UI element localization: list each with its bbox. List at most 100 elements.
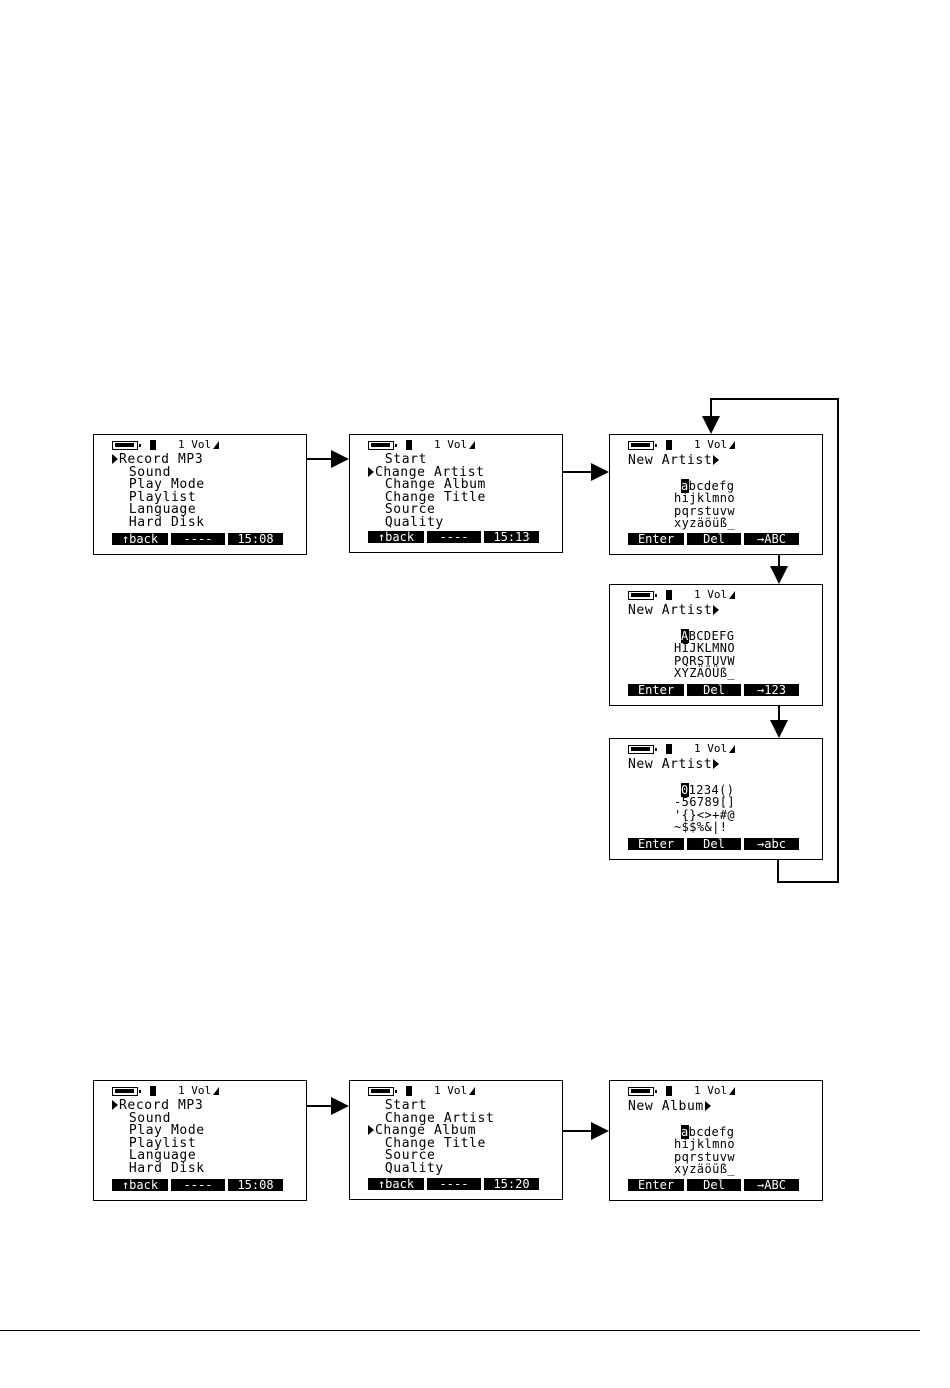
- volume-icon: [729, 1087, 736, 1095]
- softkey-back[interactable]: ↑back: [368, 1178, 424, 1190]
- softkey-middle[interactable]: ----: [427, 531, 481, 543]
- char-row-3[interactable]: pqrstuvw: [674, 503, 735, 518]
- softkey-middle[interactable]: ----: [427, 1178, 481, 1190]
- volume-icon: [729, 745, 736, 753]
- selected-character[interactable]: a: [681, 1125, 689, 1139]
- menu-list: Record MP3 Sound Play Mode Playlist Lang…: [112, 453, 205, 530]
- menu-item-record-mp3[interactable]: Record MP3: [112, 453, 205, 467]
- softkey-clock: 15:20: [484, 1178, 539, 1190]
- battery-icon: [112, 441, 141, 450]
- page-footer-rule: [0, 1330, 920, 1331]
- volume-label: 1 Vol: [178, 438, 212, 451]
- hold-icon: [150, 1086, 156, 1096]
- softkey-bar: Enter Del →ABC: [628, 533, 799, 545]
- lcd-new-album-lowercase: 1 Vol New Album abcdefg hijklmno pqrstuv…: [609, 1080, 823, 1201]
- char-row-4[interactable]: xyzäöüß_: [674, 516, 735, 531]
- softkey-delete[interactable]: Del: [687, 1179, 741, 1191]
- selected-character[interactable]: A: [681, 629, 689, 643]
- battery-icon: [112, 1087, 141, 1096]
- menu-item-play-mode[interactable]: Play Mode: [128, 1123, 205, 1139]
- entry-title: New Artist: [628, 604, 720, 617]
- menu-item-change-album[interactable]: Change Album: [368, 1124, 494, 1138]
- menu-list: Start Change Artist Change Album Change …: [368, 452, 486, 530]
- flow-arrow-shaft: [778, 555, 780, 569]
- battery-icon: [628, 745, 657, 754]
- volume-label: 1 Vol: [178, 1084, 212, 1097]
- selected-character[interactable]: a: [681, 479, 689, 493]
- softkey-charset-switch[interactable]: →abc: [744, 838, 799, 850]
- menu-item-start[interactable]: Start: [384, 452, 427, 467]
- char-row-1[interactable]: abcdefg: [681, 1125, 735, 1139]
- menu-item-language[interactable]: Language: [128, 502, 197, 518]
- softkey-clock: 15:08: [228, 533, 283, 545]
- loop-line-bottom: [777, 881, 839, 883]
- softkey-charset-switch[interactable]: →ABC: [744, 1179, 799, 1191]
- character-grid[interactable]: abcdefg hijklmno pqrstuvw xyzäöüß_: [674, 479, 735, 531]
- volume-label: 1 Vol: [694, 438, 728, 451]
- menu-list: Start Change Artist Change Album Change …: [368, 1098, 495, 1176]
- char-row-3[interactable]: '{}<>+#@: [674, 807, 735, 822]
- menu-item-hard-disk[interactable]: Hard Disk: [128, 514, 205, 530]
- menu-item-source[interactable]: Source: [384, 1148, 436, 1164]
- selected-character[interactable]: 0: [681, 783, 689, 797]
- char-row-1[interactable]: abcdefg: [681, 479, 735, 493]
- softkey-back[interactable]: ↑back: [368, 531, 424, 543]
- entry-title: New Artist: [628, 758, 720, 771]
- menu-item-source[interactable]: Source: [384, 502, 436, 518]
- softkey-enter[interactable]: Enter: [628, 684, 684, 696]
- menu-item-quality[interactable]: Quality: [384, 1160, 444, 1176]
- hold-icon: [150, 440, 156, 450]
- flow-arrow-shaft: [307, 1105, 333, 1107]
- character-grid[interactable]: 01234() -56789[] '{}<>+#@ ~$$%&|!: [674, 783, 735, 835]
- softkey-delete[interactable]: Del: [687, 533, 741, 545]
- menu-item-play-mode[interactable]: Play Mode: [128, 477, 205, 493]
- menu-item-change-artist[interactable]: Change Artist: [384, 1110, 495, 1126]
- softkey-back[interactable]: ↑back: [112, 533, 168, 545]
- battery-icon: [628, 441, 657, 450]
- softkey-middle[interactable]: ----: [171, 533, 225, 545]
- softkey-bar: ↑back ---- 15:08: [112, 533, 283, 545]
- softkey-delete[interactable]: Del: [687, 838, 741, 850]
- char-row-2[interactable]: -56789[]: [674, 795, 735, 810]
- menu-item-playlist[interactable]: Playlist: [128, 1135, 197, 1151]
- menu-item-change-album[interactable]: Change Album: [384, 477, 486, 493]
- softkey-middle[interactable]: ----: [171, 1179, 225, 1191]
- menu-item-start[interactable]: Start: [384, 1098, 427, 1113]
- menu-item-change-artist[interactable]: Change Artist: [368, 466, 486, 480]
- char-row-2[interactable]: hijklmno: [674, 1137, 735, 1152]
- softkey-enter[interactable]: Enter: [628, 533, 684, 545]
- softkey-enter[interactable]: Enter: [628, 1179, 684, 1191]
- menu-item-change-title[interactable]: Change Title: [384, 489, 486, 505]
- menu-item-hard-disk[interactable]: Hard Disk: [128, 1160, 205, 1176]
- character-grid[interactable]: abcdefg hijklmno pqrstuvw xyzäöüß_: [674, 1125, 735, 1177]
- text-cursor-arrow-icon: [713, 759, 720, 769]
- menu-item-change-title[interactable]: Change Title: [384, 1135, 486, 1151]
- char-row-2[interactable]: HIJKLMNO: [674, 641, 735, 656]
- menu-item-playlist[interactable]: Playlist: [128, 489, 197, 505]
- menu-item-sound[interactable]: Sound: [128, 464, 171, 480]
- selection-cursor-icon: [112, 454, 118, 464]
- char-row-4[interactable]: xyzäöüß_: [674, 1162, 735, 1177]
- softkey-enter[interactable]: Enter: [628, 838, 684, 850]
- char-row-3[interactable]: pqrstuvw: [674, 1149, 735, 1164]
- softkey-delete[interactable]: Del: [687, 684, 741, 696]
- char-row-4[interactable]: XYZÄÖÜß_: [674, 666, 735, 681]
- text-cursor-arrow-icon: [704, 1101, 711, 1111]
- character-grid[interactable]: ABCDEFG HIJKLMNO PQRSTUVW XYZÄÖÜß_: [674, 629, 735, 681]
- menu-item-sound[interactable]: Sound: [128, 1110, 171, 1126]
- softkey-back[interactable]: ↑back: [112, 1179, 168, 1191]
- hold-icon: [406, 1086, 412, 1096]
- softkey-charset-switch[interactable]: →123: [744, 684, 799, 696]
- menu-item-quality[interactable]: Quality: [384, 514, 444, 530]
- char-row-3[interactable]: PQRSTUVW: [674, 653, 735, 668]
- char-row-1[interactable]: 01234(): [681, 783, 735, 797]
- menu-item-language[interactable]: Language: [128, 1148, 197, 1164]
- flow-arrow-right-icon: [331, 1097, 349, 1115]
- softkey-charset-switch[interactable]: →ABC: [744, 533, 799, 545]
- volume-icon: [469, 441, 476, 449]
- char-row-4[interactable]: ~$$%&|!: [674, 820, 728, 835]
- char-row-2[interactable]: hijklmno: [674, 491, 735, 506]
- loop-line-top: [710, 398, 839, 400]
- char-row-1[interactable]: ABCDEFG: [681, 629, 735, 643]
- menu-item-record-mp3[interactable]: Record MP3: [112, 1099, 205, 1113]
